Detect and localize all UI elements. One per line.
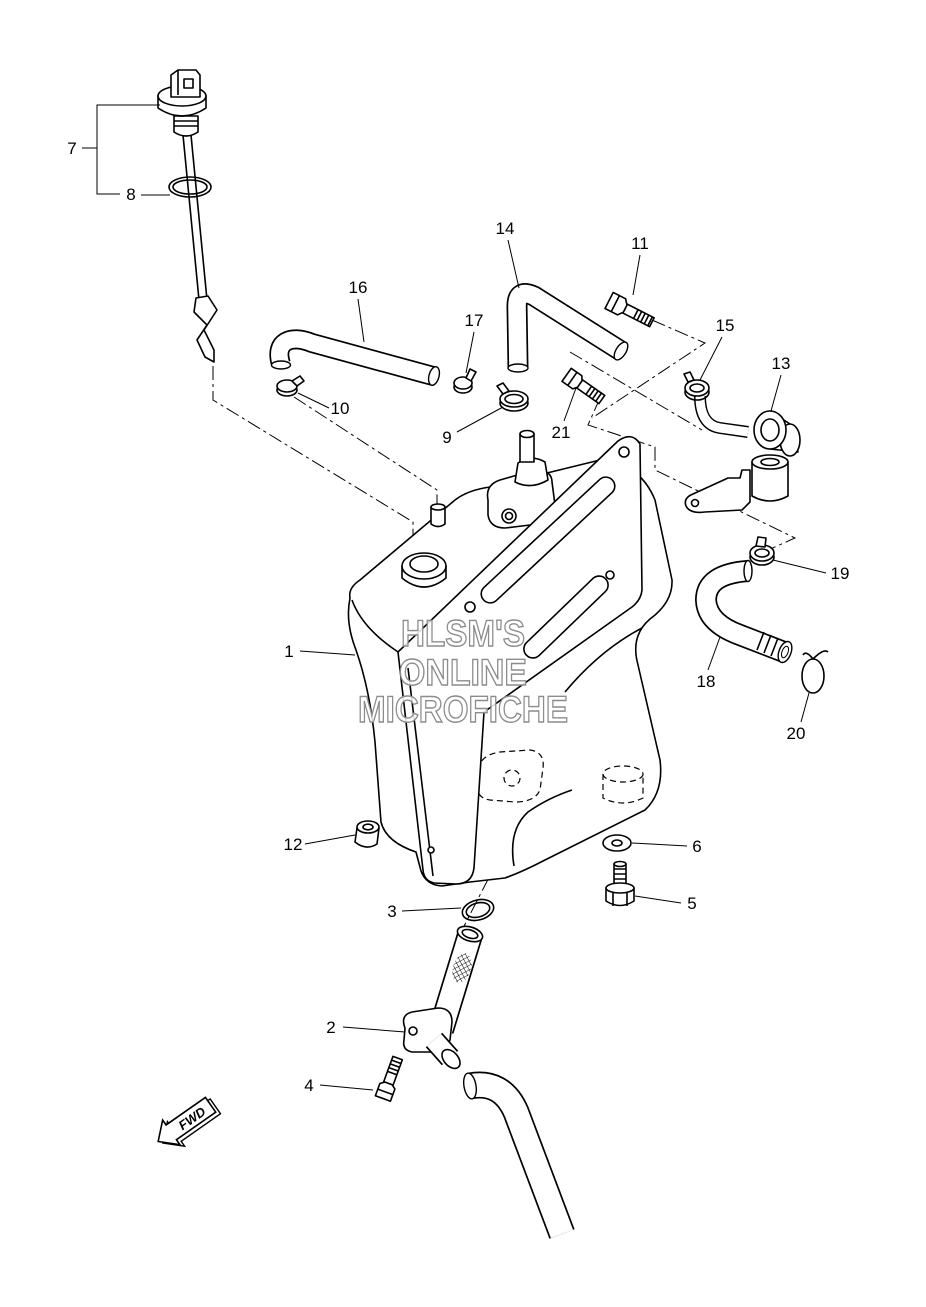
cap-20 xyxy=(801,650,829,694)
hidden-drain-boss xyxy=(602,765,644,804)
callout-11: 11 xyxy=(631,234,649,253)
breather-nozzle xyxy=(430,503,446,528)
callout-15: 15 xyxy=(716,316,735,335)
hose-16 xyxy=(269,329,441,386)
leader-lines xyxy=(82,104,827,1091)
callout-18: 18 xyxy=(697,672,716,691)
callout-2: 2 xyxy=(326,1018,335,1037)
callout-8: 8 xyxy=(126,185,135,204)
callout-10: 10 xyxy=(331,399,350,418)
bolt-5 xyxy=(605,860,635,907)
strainer-pipe-2 xyxy=(402,925,484,1070)
callout-17: 17 xyxy=(465,311,484,330)
grommet-12 xyxy=(354,820,380,848)
hose-18 xyxy=(694,559,793,664)
callout-5: 5 xyxy=(687,894,696,913)
oil-tank xyxy=(347,429,673,887)
mounting-bracket xyxy=(397,435,643,885)
bolt-4 xyxy=(374,1055,404,1102)
clamp-17 xyxy=(453,368,477,394)
callout-labels: 1 2 3 4 5 6 7 8 9 10 11 12 13 14 15 16 1… xyxy=(67,139,849,1095)
washer-6 xyxy=(602,834,632,852)
fwd-arrow: FWD xyxy=(157,1096,222,1148)
valve-13 xyxy=(684,410,801,514)
callout-14: 14 xyxy=(496,219,515,238)
clamp-15 xyxy=(683,371,749,438)
callout-19: 19 xyxy=(831,564,850,583)
callout-6: 6 xyxy=(692,837,701,856)
callout-20: 20 xyxy=(787,724,806,743)
watermark-line-2: ONLINE xyxy=(399,652,527,693)
clamp-9 xyxy=(496,382,529,412)
hidden-strainer-port xyxy=(477,749,544,803)
hose-14 xyxy=(506,283,629,373)
bolt-21 xyxy=(561,367,606,405)
dipstick xyxy=(157,69,218,363)
callout-1: 1 xyxy=(284,642,293,661)
callout-12: 12 xyxy=(284,835,303,854)
o-ring-3 xyxy=(461,898,495,922)
clamp-10 xyxy=(276,375,305,397)
watermark: HLSM'S ONLINE MICROFICHE xyxy=(357,612,568,730)
o-ring-8 xyxy=(168,176,212,198)
filler-opening xyxy=(401,552,447,588)
bolt-11 xyxy=(604,291,655,328)
lower-hose xyxy=(462,1071,575,1239)
callout-9: 9 xyxy=(442,428,451,447)
callout-3: 3 xyxy=(387,902,396,921)
callout-13: 13 xyxy=(772,354,791,373)
forward-arrow-icon xyxy=(157,1096,217,1146)
callout-7: 7 xyxy=(67,139,76,158)
watermark-line-1: HLSM'S xyxy=(401,613,525,654)
callout-4: 4 xyxy=(304,1076,313,1095)
watermark-line-3: MICROFICHE xyxy=(358,689,568,730)
callout-21: 21 xyxy=(552,423,571,442)
callout-16: 16 xyxy=(349,278,368,297)
clamp-19 xyxy=(749,536,775,566)
